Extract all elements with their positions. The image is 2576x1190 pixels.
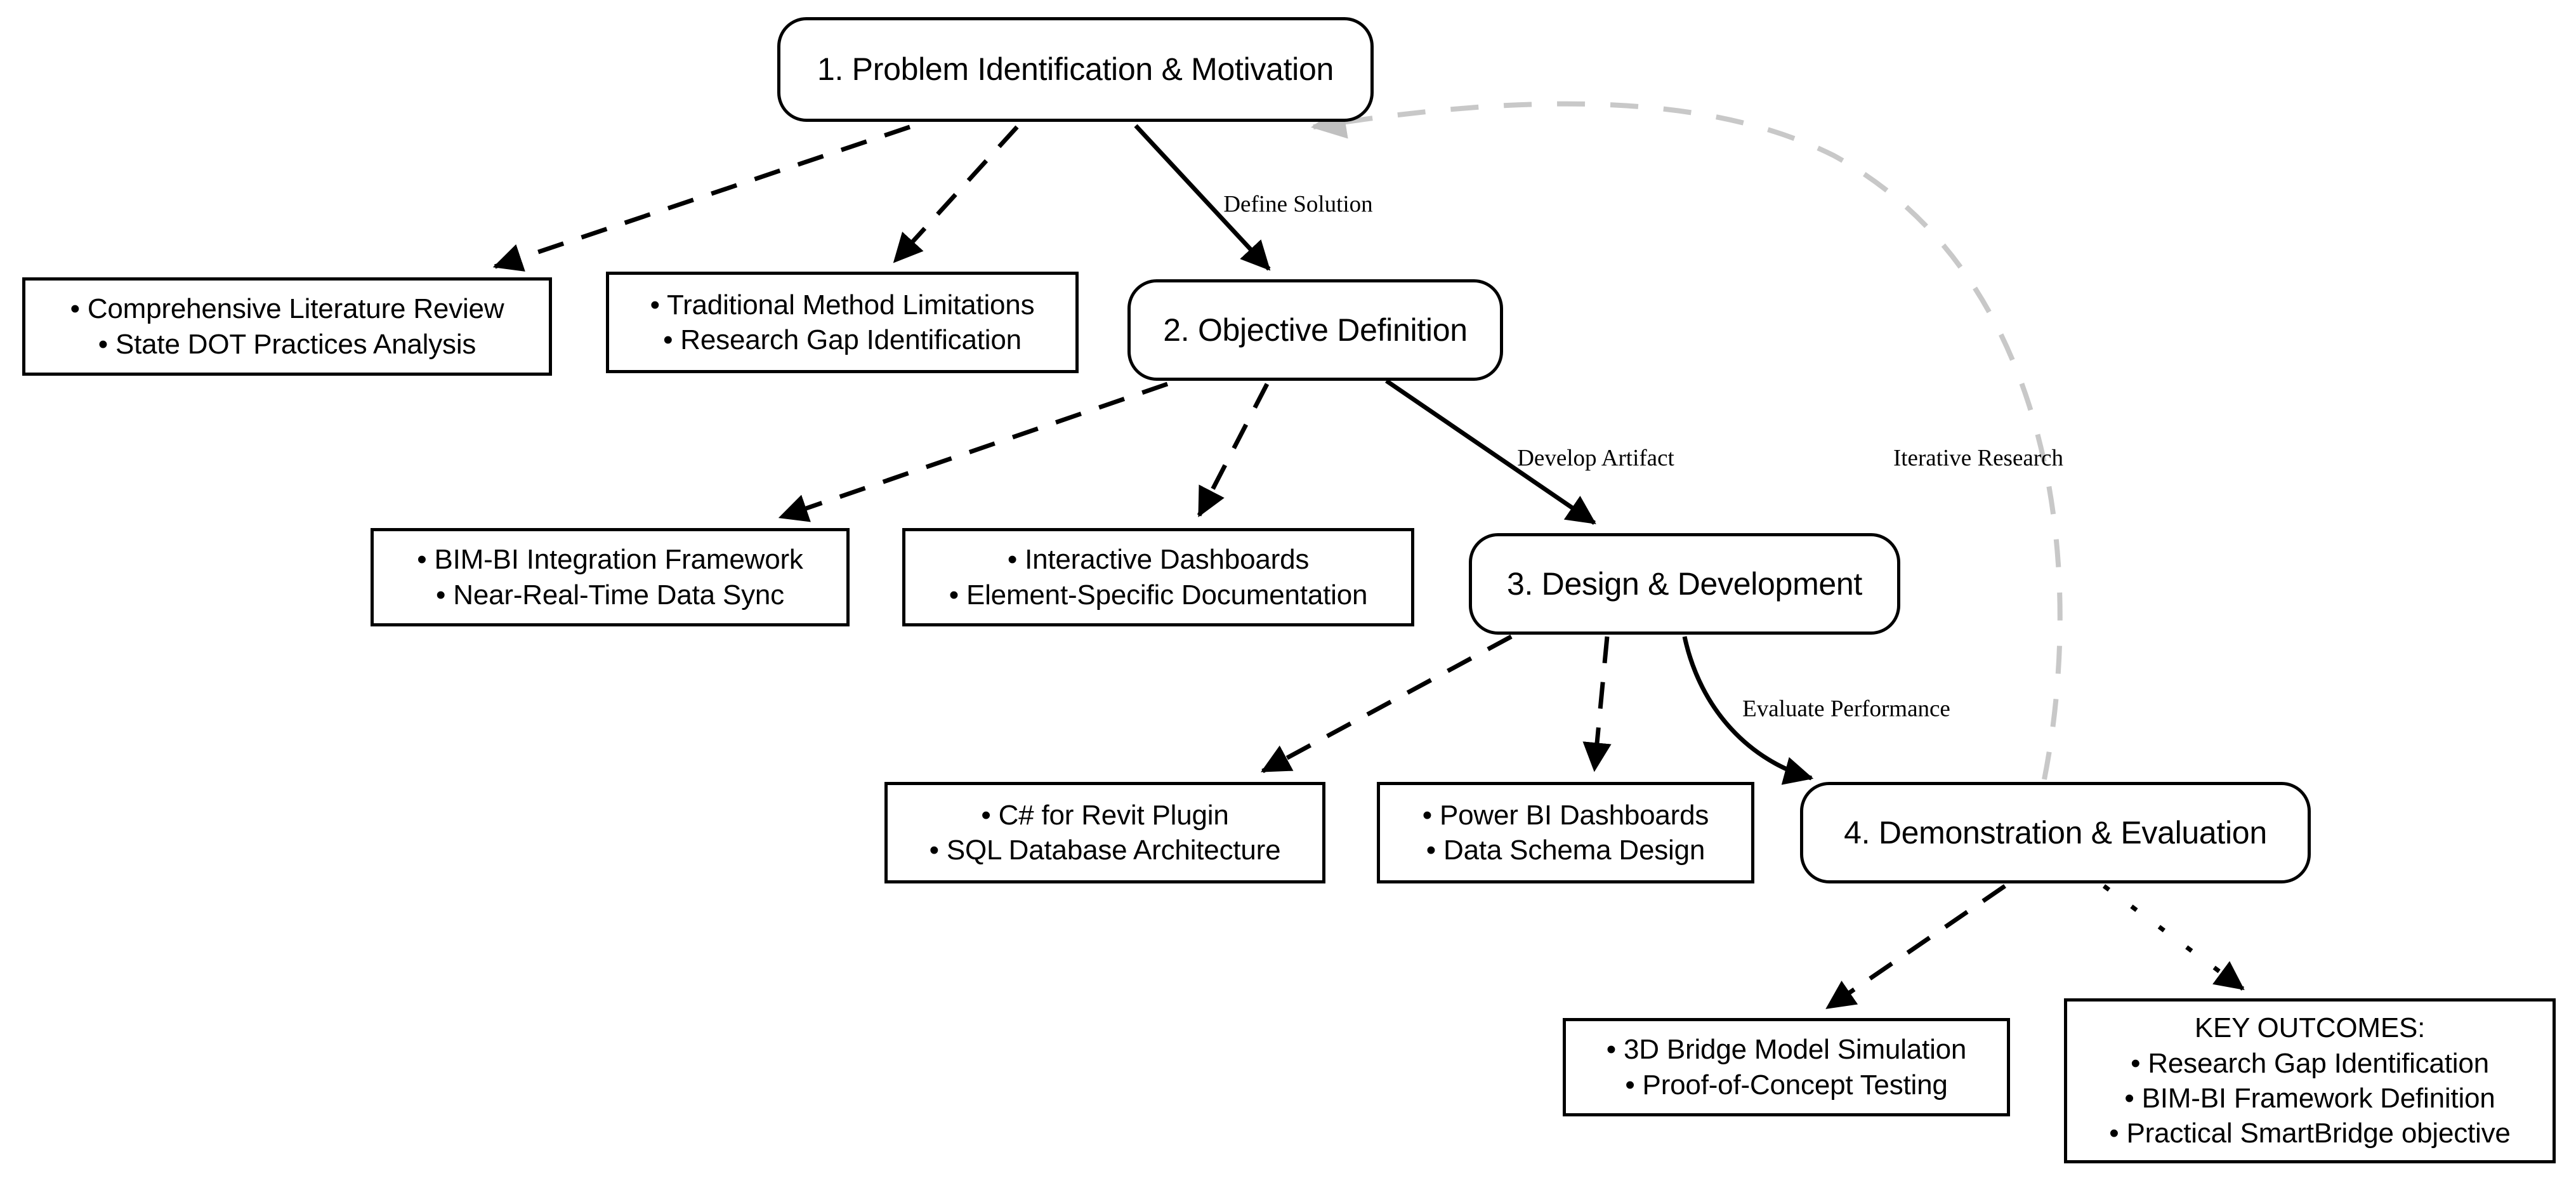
edge-stage3-detail3a [1261, 634, 1513, 774]
edge-stage3-detail3b [1582, 636, 1612, 772]
edge-label-evaluate-performance: Evaluate Performance [1742, 696, 1950, 722]
node-stage-2-objective-definition[interactable]: 2. Objective Definition [1127, 279, 1503, 381]
node-key-outcomes[interactable]: KEY OUTCOMES: • Research Gap Identificat… [2064, 998, 2556, 1163]
edge-stage2-detail2a [778, 381, 1169, 522]
node-label: • Power BI Dashboards • Data Schema Desi… [1422, 799, 1709, 866]
edge-stage4-outcomes [2102, 884, 2245, 991]
edge-stage4-detail4a [1825, 884, 2006, 1010]
node-stage-1-problem-identification[interactable]: 1. Problem Identification & Motivation [777, 17, 1374, 122]
node-stage-4-demonstration-evaluation[interactable]: 4. Demonstration & Evaluation [1800, 782, 2311, 883]
node-label: • C# for Revit Plugin • SQL Database Arc… [929, 799, 1281, 866]
edge-stage1-detail1b [893, 125, 1019, 263]
node-detail-bim-bi-integration-framework[interactable]: • BIM-BI Integration Framework • Near-Re… [371, 528, 850, 626]
node-label: 2. Objective Definition [1163, 312, 1468, 348]
edge-stage1-detail1a [492, 124, 911, 272]
node-detail-traditional-method-limitations[interactable]: • Traditional Method Limitations • Resea… [606, 272, 1079, 373]
node-label: • 3D Bridge Model Simulation • Proof-of-… [1606, 1034, 1967, 1101]
node-detail-power-bi-dashboards[interactable]: • Power BI Dashboards • Data Schema Desi… [1377, 782, 1754, 883]
node-detail-interactive-dashboards[interactable]: • Interactive Dashboards • Element-Speci… [902, 528, 1414, 626]
node-label: • Traditional Method Limitations • Resea… [650, 289, 1035, 355]
node-detail-csharp-revit-plugin[interactable]: • C# for Revit Plugin • SQL Database Arc… [884, 782, 1325, 883]
edge-stage4-stage1-feedback [1311, 101, 2063, 780]
edge-label-develop-artifact: Develop Artifact [1517, 445, 1674, 472]
node-stage-3-design-development[interactable]: 3. Design & Development [1469, 533, 1900, 635]
node-detail-3d-bridge-model-simulation[interactable]: • 3D Bridge Model Simulation • Proof-of-… [1563, 1018, 2010, 1116]
node-label: KEY OUTCOMES: • Research Gap Identificat… [2109, 1012, 2511, 1149]
edge-label-define-solution: Define Solution [1223, 191, 1373, 218]
node-label: 4. Demonstration & Evaluation [1844, 814, 2267, 850]
node-label: • Interactive Dashboards • Element-Speci… [949, 544, 1368, 611]
edge-stage2-detail2b [1197, 383, 1270, 517]
node-label: • Comprehensive Literature Review • Stat… [70, 293, 504, 360]
node-label: 3. Design & Development [1506, 565, 1863, 602]
node-label: • BIM-BI Integration Framework • Near-Re… [417, 544, 803, 611]
node-label: 1. Problem Identification & Motivation [817, 51, 1334, 87]
edge-label-iterative-research: Iterative Research [1893, 445, 2064, 472]
node-detail-literature-review[interactable]: • Comprehensive Literature Review • Stat… [22, 277, 552, 376]
